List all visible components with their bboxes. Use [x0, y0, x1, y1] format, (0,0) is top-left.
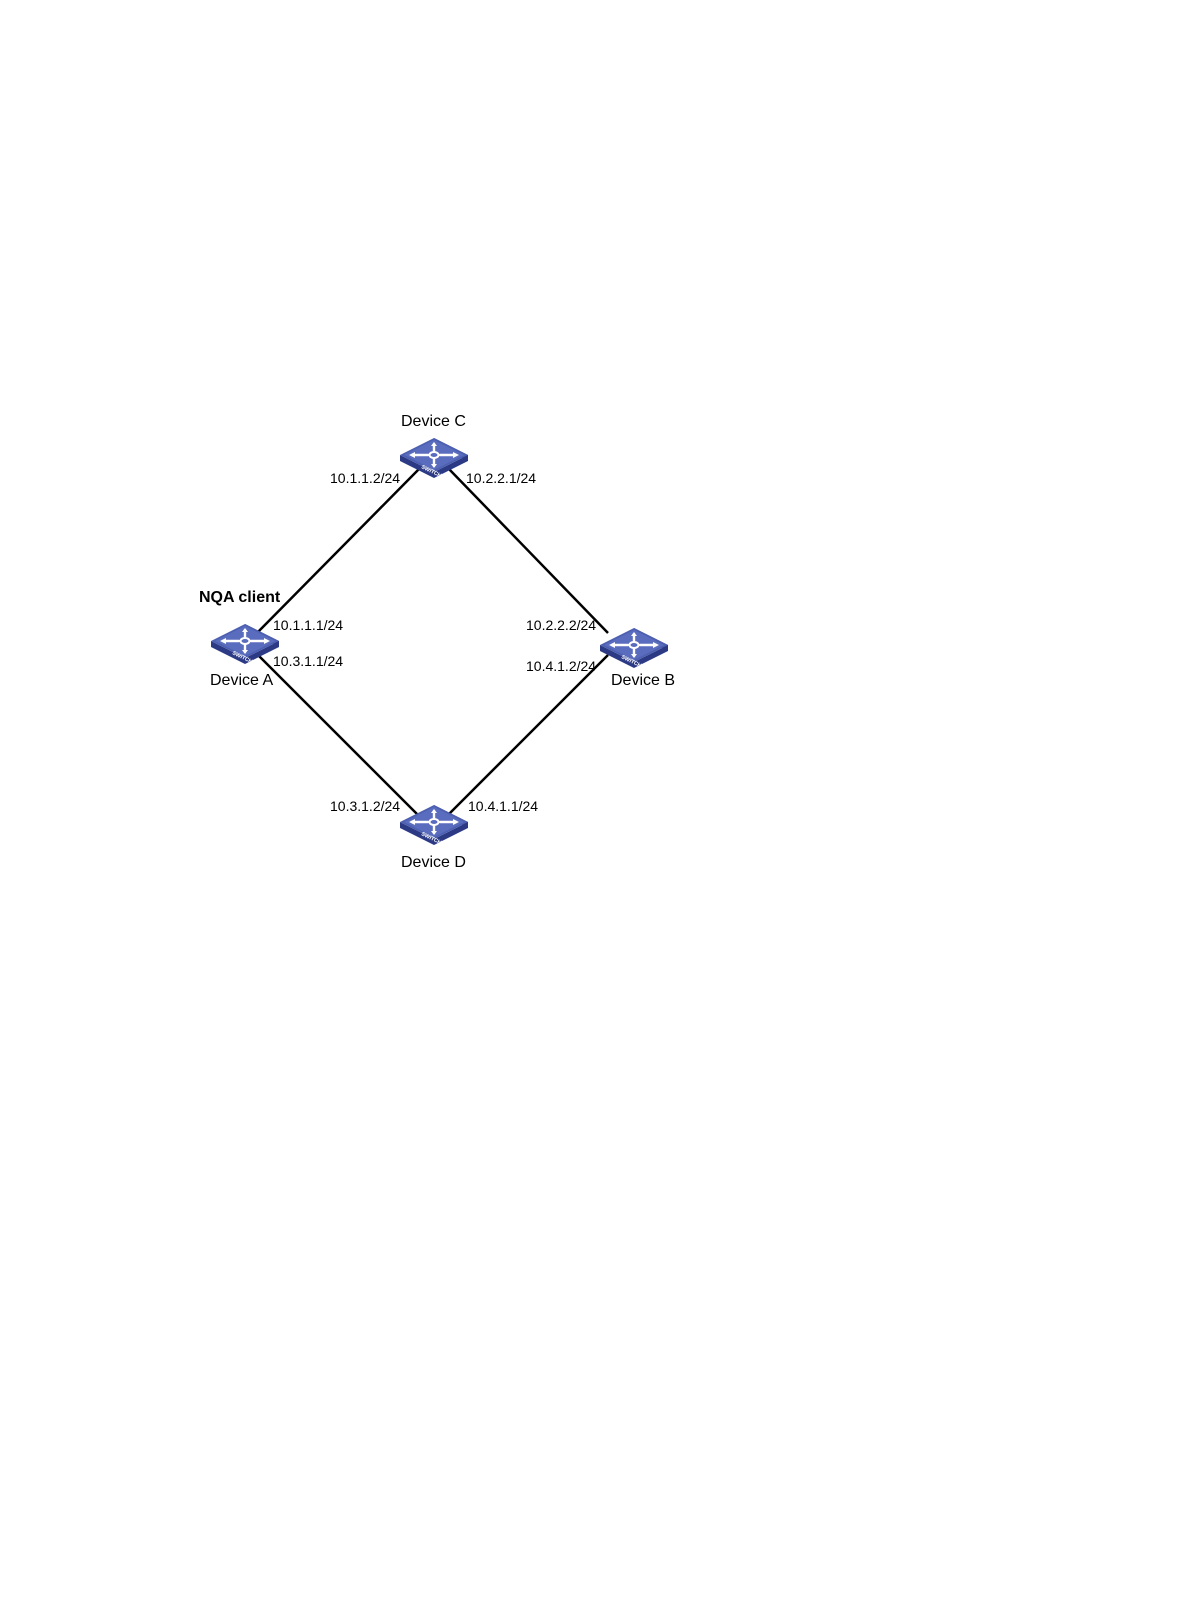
- switch-icon-device-c: SWITCH: [400, 438, 468, 479]
- switch-icon-device-a: SWITCH: [211, 624, 279, 665]
- device-c-label: Device C: [401, 413, 466, 431]
- ip-d-to-a: 10.3.1.2/24: [330, 798, 400, 814]
- link-c-b: [448, 468, 608, 633]
- device-d-label: Device D: [401, 854, 466, 872]
- ip-c-to-a: 10.1.1.2/24: [330, 470, 400, 486]
- link-a-c: [255, 468, 420, 635]
- link-a-d: [258, 655, 418, 815]
- device-b-label: Device B: [611, 672, 675, 690]
- nqa-client-label: NQA client: [199, 589, 280, 607]
- ip-b-to-d: 10.4.1.2/24: [526, 658, 596, 674]
- switch-icon-device-d: SWITCH: [400, 805, 468, 846]
- ip-d-to-b: 10.4.1.1/24: [468, 798, 538, 814]
- ip-c-to-b: 10.2.2.1/24: [466, 470, 536, 486]
- ip-a-to-c: 10.1.1.1/24: [273, 617, 343, 633]
- ip-b-to-c: 10.2.2.2/24: [526, 617, 596, 633]
- switch-icon-device-b: SWITCH: [600, 628, 668, 669]
- device-a-label: Device A: [210, 672, 273, 690]
- link-d-b: [448, 655, 608, 815]
- ip-a-to-d: 10.3.1.1/24: [273, 653, 343, 669]
